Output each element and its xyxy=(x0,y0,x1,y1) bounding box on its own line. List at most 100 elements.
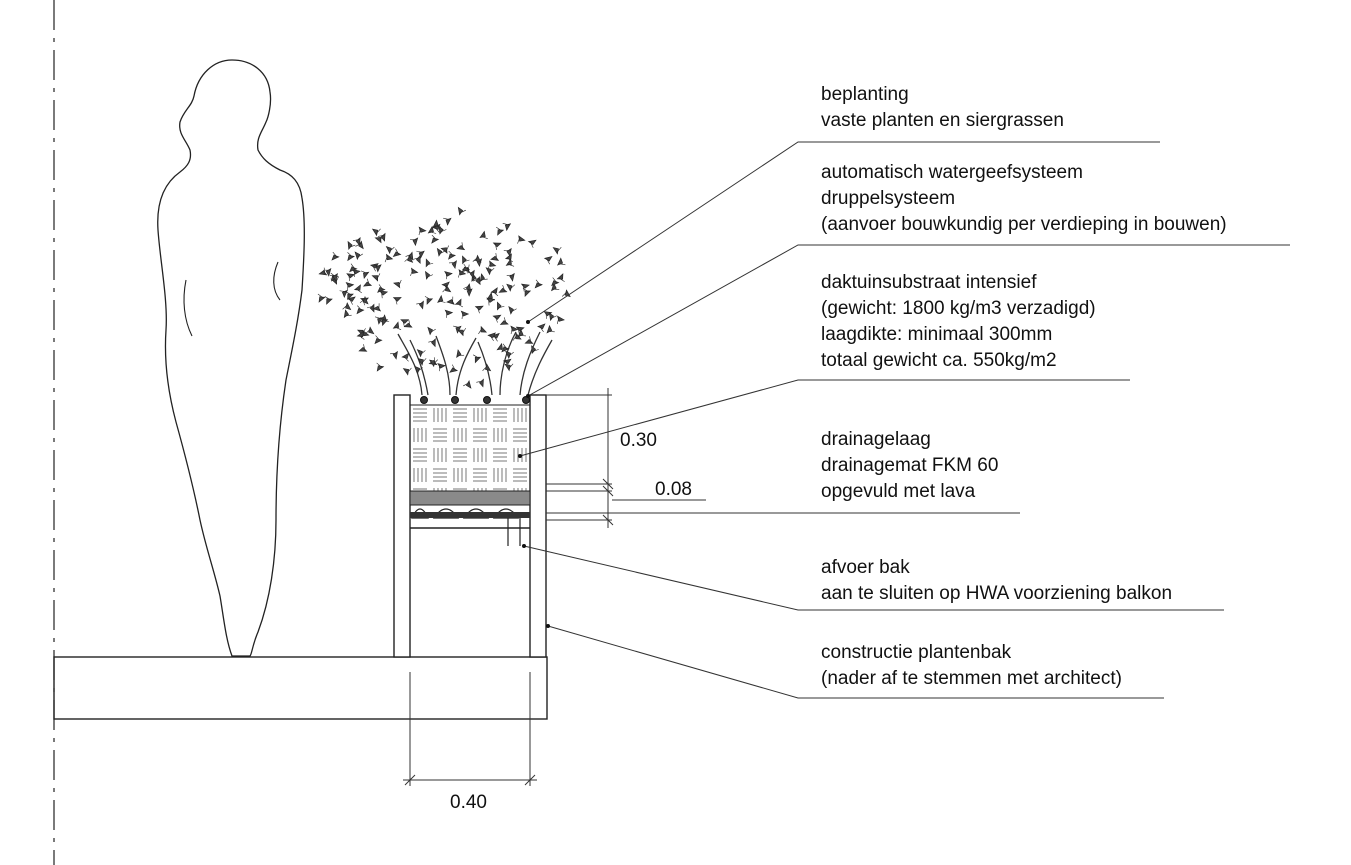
leaf-mark xyxy=(444,309,454,318)
leaf-mark xyxy=(456,349,465,359)
leaf-mark xyxy=(492,242,502,251)
leaf-mark xyxy=(342,302,352,311)
annotation-line: totaal gewicht ca. 550kg/m2 xyxy=(821,350,1057,371)
leaf-mark xyxy=(543,255,553,265)
annotation-line: druppelsysteem xyxy=(821,188,956,209)
leaf-mark xyxy=(472,254,482,263)
annotation-line: beplanting xyxy=(821,84,909,105)
leaf-mark xyxy=(456,242,466,251)
leaf-mark xyxy=(425,270,434,280)
leaf-mark xyxy=(454,298,464,308)
leaf-mark xyxy=(466,269,475,279)
leaf-mark xyxy=(374,335,383,345)
leaf-mark xyxy=(438,225,447,235)
leaf-mark xyxy=(363,278,373,287)
leaf-mark xyxy=(428,359,438,368)
leader-dots xyxy=(518,320,550,628)
leaf-mark xyxy=(413,254,421,265)
person-silhouette-icon xyxy=(157,59,305,657)
leaf-mark xyxy=(552,247,562,255)
leaf-mark xyxy=(490,252,500,261)
leaf-mark xyxy=(347,252,355,262)
substrate-layer xyxy=(409,404,531,492)
person-hand-line xyxy=(273,261,281,301)
annotation-line: daktuinsubstraat intensief xyxy=(821,272,1037,293)
leaf-mark xyxy=(464,288,473,297)
leaf-mark xyxy=(402,367,412,376)
annotation-line: (nader af te stemmen met architect) xyxy=(821,668,1122,689)
leaf-mark xyxy=(416,250,425,259)
annotation-line: automatisch watergeefsysteem xyxy=(821,162,1083,183)
leaf-mark xyxy=(557,257,566,266)
leaf-mark xyxy=(505,258,515,267)
leaf-mark xyxy=(457,206,466,216)
leaf-mark xyxy=(440,245,449,254)
leaf-mark xyxy=(404,254,414,263)
leaf-mark xyxy=(401,352,410,362)
leaf-mark xyxy=(331,251,340,261)
annotation-substrate: daktuinsubstraat intensief (gewicht: 180… xyxy=(821,270,1096,374)
leaf-mark xyxy=(479,273,488,283)
leaf-mark xyxy=(416,300,424,310)
leaf-mark xyxy=(437,363,446,372)
leaf-mark xyxy=(556,315,565,325)
leaf-mark xyxy=(418,226,427,236)
leaf-mark xyxy=(444,271,453,280)
annotation-planting: beplanting vaste planten en siergrassen xyxy=(821,82,1064,134)
leaf-mark xyxy=(461,263,471,273)
dimension-substrate-height: 0.30 xyxy=(620,430,657,451)
balcony-slab xyxy=(53,656,548,720)
leaf-mark xyxy=(556,273,565,282)
leaf-mark xyxy=(372,303,382,312)
annotation-outlet: afvoer bak aan te sluiten op HWA voorzie… xyxy=(821,555,1172,607)
leaf-mark xyxy=(432,219,441,228)
leaf-mark xyxy=(474,305,484,314)
leaf-mark xyxy=(427,326,436,336)
leaf-mark xyxy=(460,310,470,320)
annotation-line: laagdikte: minimaal 300mm xyxy=(821,324,1053,345)
leaf-mark xyxy=(476,378,484,388)
leaf-mark xyxy=(443,217,452,226)
dimension-box-width: 0.40 xyxy=(450,792,487,813)
annotation-drainage: drainagelaag drainagemat FKM 60 opgevuld… xyxy=(821,427,998,505)
leaf-mark xyxy=(517,328,526,338)
leaf-mark xyxy=(392,248,402,257)
leaf-mark xyxy=(374,316,384,325)
leaf-mark xyxy=(392,297,402,305)
leaf-mark xyxy=(453,325,462,334)
leaf-mark xyxy=(463,380,472,389)
leaf-mark xyxy=(373,264,382,273)
dimension-lines xyxy=(403,388,706,786)
leaf-mark xyxy=(510,325,519,335)
leaf-mark xyxy=(317,293,326,303)
leaf-mark xyxy=(496,226,505,236)
leaf-mark xyxy=(410,267,419,277)
leaf-mark xyxy=(360,270,370,280)
leaf-mark xyxy=(354,251,364,261)
leaf-mark xyxy=(548,312,557,322)
leaf-mark xyxy=(534,279,543,289)
leaf-mark xyxy=(487,260,497,269)
annotation-line: drainagelaag xyxy=(821,429,931,450)
leaf-mark xyxy=(531,345,539,355)
leaf-mark xyxy=(498,285,508,293)
leaf-mark xyxy=(517,235,526,244)
drainage-layer xyxy=(409,490,531,506)
leaf-mark xyxy=(485,267,495,276)
leaf-mark xyxy=(425,258,434,268)
leaf-mark xyxy=(431,234,440,244)
leaf-mark xyxy=(428,338,436,348)
leaf-mark xyxy=(479,230,488,239)
leaf-mark xyxy=(345,282,355,291)
leaf-mark xyxy=(478,325,488,335)
leaf-mark xyxy=(550,282,560,292)
leaf-mark xyxy=(524,336,534,344)
leaf-mark xyxy=(508,306,517,315)
leaf-mark xyxy=(385,246,395,255)
leaf-mark xyxy=(505,350,514,359)
leaf-mark xyxy=(376,362,385,372)
dimension-drainage-height: 0.08 xyxy=(655,479,692,500)
leaf-mark xyxy=(446,296,455,305)
leaf-mark xyxy=(499,317,509,325)
